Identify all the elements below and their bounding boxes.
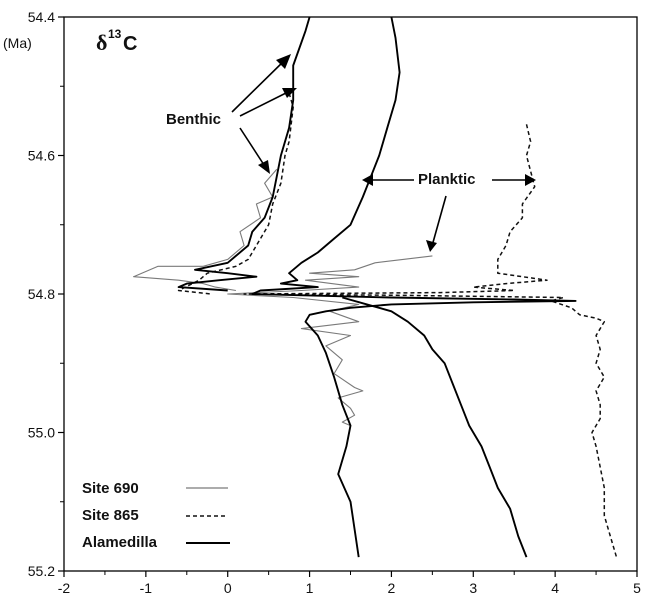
x-tick-label: 5	[633, 580, 641, 596]
x-tick-label: 3	[469, 580, 477, 596]
series-site-865-benthic	[177, 92, 294, 295]
chart-title-delta: δ	[96, 30, 107, 55]
x-tick-label: 2	[388, 580, 396, 596]
series-alamedilla-benthic	[177, 16, 311, 292]
legend-label-site-865: Site 865	[82, 507, 139, 524]
x-tick-label: 1	[306, 580, 314, 596]
x-tick-label: 0	[224, 580, 232, 596]
annotation-planktic: Planktic	[418, 171, 476, 188]
series-alamedilla-planktic	[251, 16, 577, 558]
series-layer	[133, 16, 618, 558]
chart-title-letter: C	[123, 33, 137, 55]
arrowhead-planktic-right	[525, 174, 536, 186]
arrowhead-benthic-3	[258, 160, 270, 174]
y-tick-label: 54.4	[28, 9, 55, 25]
legend-label-site-690: Site 690	[82, 480, 139, 497]
arrow-benthic-2	[239, 89, 293, 117]
axis-ticks: -2 -1 0 1 2 3 4 5 54.4 54.6 54.8 55.0 55.2	[28, 9, 641, 596]
x-tick-label: -1	[140, 580, 153, 596]
annotation-arrows	[231, 57, 531, 247]
plot-area	[63, 16, 638, 572]
y-axis-unit: (Ma)	[3, 35, 32, 51]
arrowhead-planktic-left	[362, 174, 373, 186]
arrow-planktic-down	[431, 195, 447, 247]
x-tick-label: 4	[551, 580, 559, 596]
arrow-benthic-1	[231, 57, 288, 113]
series-alamedilla-tail	[342, 296, 528, 558]
legend: Site 690 Site 865 Alamedilla	[82, 480, 230, 551]
arrowhead-benthic-1	[276, 54, 291, 69]
legend-label-alamedilla: Alamedilla	[82, 534, 158, 551]
x-tick-label: -2	[58, 580, 71, 596]
annotation-benthic: Benthic	[166, 111, 221, 128]
arrow-benthic-3	[239, 127, 267, 169]
y-tick-label: 55.2	[28, 563, 55, 579]
arrowhead-planktic-down	[426, 240, 437, 252]
plot-border	[63, 16, 638, 572]
y-tick-label: 54.8	[28, 286, 55, 302]
chart-title-superscript: 13	[108, 27, 122, 41]
y-tick-label: 55.0	[28, 425, 55, 441]
arrowhead-benthic-2	[282, 88, 297, 98]
series-site-865-planktic	[243, 124, 618, 558]
y-tick-label: 54.6	[28, 148, 55, 164]
series-site-690-planktic	[227, 255, 433, 427]
series-site-690-benthic	[133, 168, 278, 292]
arrow-heads	[258, 54, 536, 252]
